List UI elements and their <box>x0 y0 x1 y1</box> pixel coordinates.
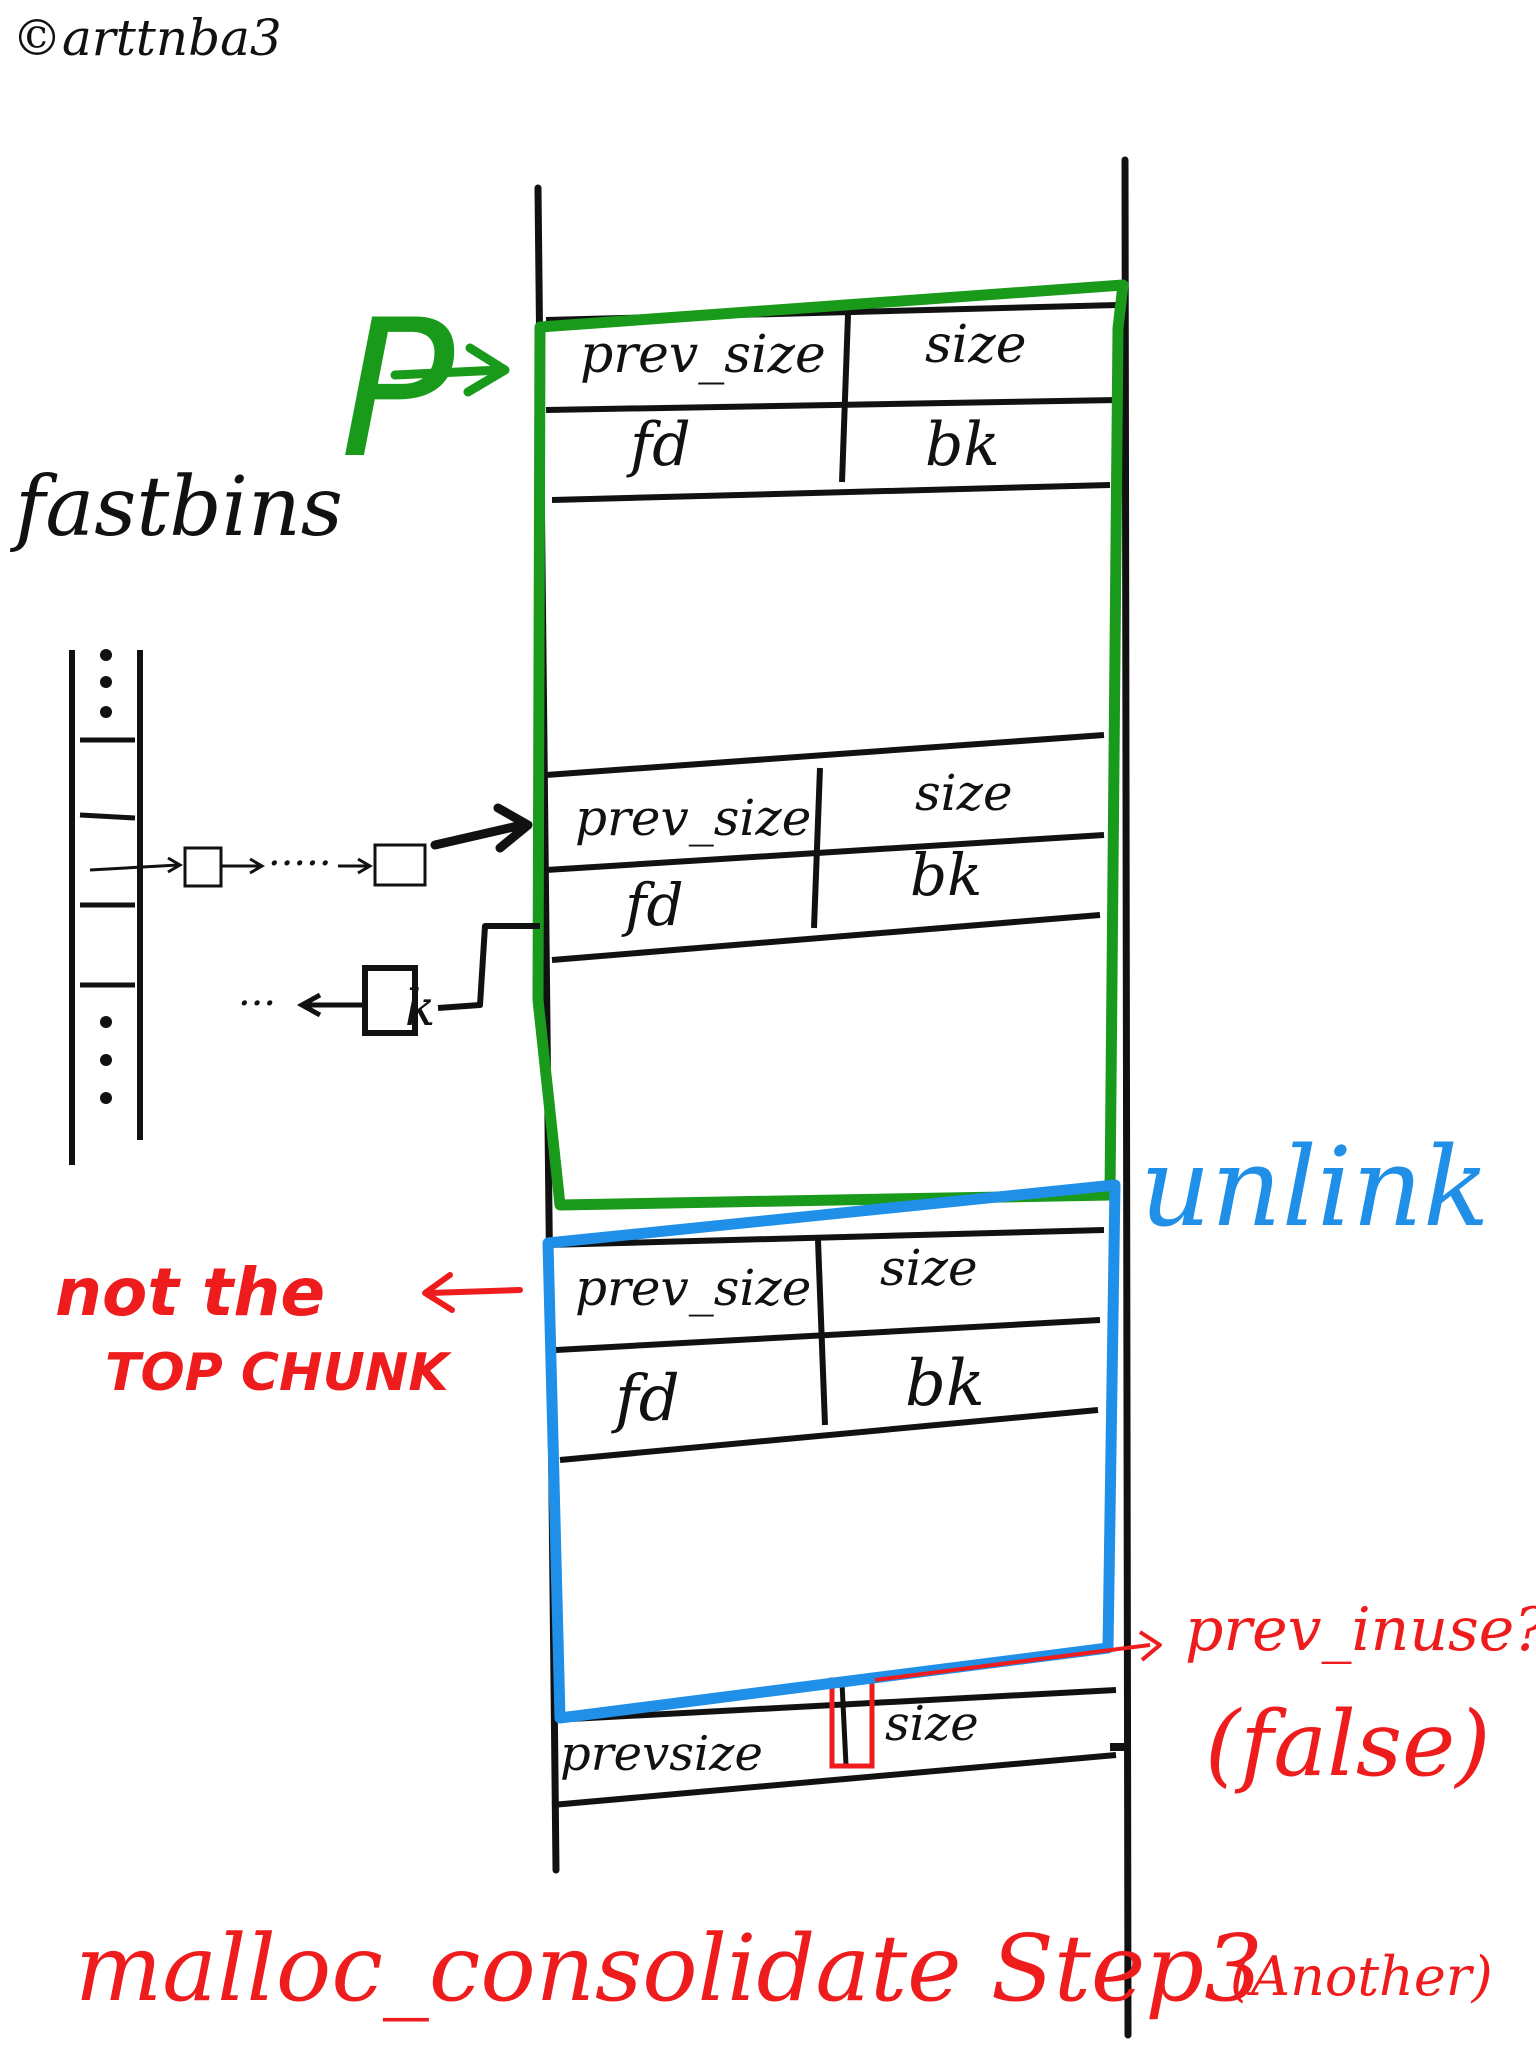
fastbins-cell-line-2 <box>79 812 136 821</box>
prev-inuse-arrow-shaft <box>874 1643 1151 1682</box>
chunk-2-bk: bk <box>910 841 982 909</box>
bk-back-k: k <box>405 979 435 1037</box>
chunk-2-divider <box>811 767 823 929</box>
fastbins-label: fastbins <box>9 460 343 555</box>
chunk-4: prevsize size <box>551 1677 1130 1808</box>
chunk-3-prev-size: prev_size <box>575 1259 811 1317</box>
chunk-2-size: size <box>915 764 1013 822</box>
bk-back-box <box>362 965 418 1036</box>
chunk-2: prev_size size fd bk <box>545 732 1105 963</box>
chunk-3: prev_size size fd bk <box>545 1227 1105 1463</box>
chunk-1-size: size <box>925 315 1027 375</box>
chunk-1-bk: bk <box>925 410 1000 480</box>
title-sub-label: (Another) <box>1230 1945 1493 2008</box>
chunk-4-size: size <box>885 1696 979 1752</box>
chunk-1-bottom-line <box>551 482 1111 503</box>
list-arrow-2-head <box>249 857 265 875</box>
list-to-chunk2-arrow <box>430 820 527 850</box>
chunk-4-prev-size: prevsize <box>560 1726 763 1782</box>
chunk-2-fd: fd <box>621 871 684 939</box>
chunk-1: prev_size size fd bk <box>545 302 1119 503</box>
fastbins-dot <box>100 676 112 688</box>
not-top-arrow-shaft <box>427 1287 523 1296</box>
fastbin-list: ····· <box>89 803 533 888</box>
p-label: P <box>340 279 455 500</box>
fastbins-dot <box>100 1016 112 1028</box>
prev-inuse-annotation: prev_inuse? (false) <box>874 1595 1536 1797</box>
not-the-label: not the <box>55 1254 325 1331</box>
chunk-3-divider <box>815 1239 828 1426</box>
prev-inuse-label: prev_inuse? <box>1185 1595 1536 1665</box>
bk-back-pointer: k ··· <box>238 923 540 1037</box>
fastbins-dot <box>100 1054 112 1066</box>
list-node-last <box>373 843 427 887</box>
p-pointer: P <box>340 279 510 500</box>
chunk-3-size: size <box>880 1239 978 1297</box>
bk-back-line <box>437 923 540 1011</box>
top-chunk-label: TOP CHUNK <box>105 1343 452 1403</box>
unlink-label: unlink <box>1140 1123 1490 1251</box>
chunk-3-top-line <box>545 1227 1105 1248</box>
fastbins-dot <box>100 1092 112 1104</box>
chunk-p-outline <box>532 279 1129 1211</box>
not-top-chunk-annotation: not the TOP CHUNK <box>55 1254 523 1403</box>
chunk-2-prev-size: prev_size <box>575 789 811 847</box>
prev-inuse-value: (false) <box>1205 1692 1490 1797</box>
chunk-1-fd: fd <box>626 410 691 480</box>
title-label: malloc_consolidate Step3 <box>75 1915 1263 2022</box>
chunk-3-fd: fd <box>611 1362 680 1436</box>
unlink-chunk-outline <box>542 1179 1121 1724</box>
diagram-title: malloc_consolidate Step3 (Another) <box>75 1915 1493 2022</box>
bk-back-arrow-head <box>296 992 322 1018</box>
chunk-1-prev-size: prev_size <box>580 325 826 385</box>
chunk-3-bottom-line <box>559 1407 1099 1463</box>
list-node-1 <box>183 846 223 888</box>
list-ellipsis: ····· <box>268 841 332 887</box>
list-arrow-1 <box>89 863 179 872</box>
chunk-4-divider <box>839 1682 849 1766</box>
p-arrow-head <box>463 343 510 397</box>
chunk-4-bottom-line <box>551 1752 1117 1808</box>
p-arrow-shaft <box>390 365 505 380</box>
fastbins-array <box>69 649 143 1165</box>
fastbins-dot <box>100 706 112 718</box>
chunk-3-bk: bk <box>905 1347 985 1421</box>
prev-inuse-arrow-head <box>1138 1630 1162 1662</box>
chunk-3-mid-line <box>555 1317 1101 1353</box>
chunk-1-divider <box>839 314 851 483</box>
list-arrow-1-head <box>167 856 183 874</box>
list-arrow-3-head <box>357 857 373 875</box>
chunk-2-mid-line <box>545 832 1105 873</box>
copyright-label: ©arttnba3 <box>12 9 282 67</box>
bk-back-ellipsis: ··· <box>238 981 276 1027</box>
chunk-2-top-line <box>545 732 1105 778</box>
fastbins-dot <box>100 649 112 661</box>
chunk-1-mid-line <box>545 397 1119 413</box>
not-top-arrow-head <box>422 1272 455 1313</box>
list-to-chunk2-arrow-head <box>493 803 533 853</box>
prev-inuse-bit-box <box>829 1677 875 1769</box>
heap-right-wall <box>1121 156 1132 2039</box>
chunk-2-bottom-line <box>551 912 1101 963</box>
